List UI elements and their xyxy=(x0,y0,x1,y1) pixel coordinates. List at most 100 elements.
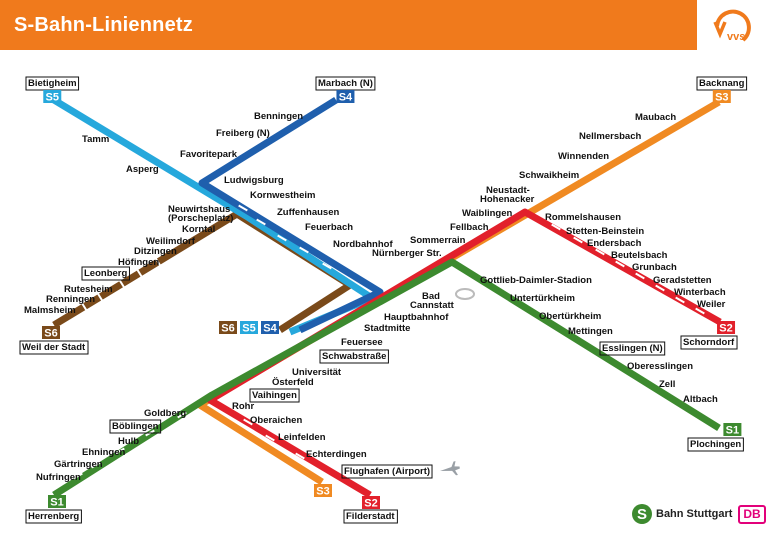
terminal-badge-marbach-text: S4 xyxy=(339,92,353,104)
page-title: S-Bahn-Liniennetz xyxy=(14,14,193,36)
stop-tick xyxy=(277,234,287,242)
stadium-icon xyxy=(455,288,475,300)
vvs-logo-text: vvs xyxy=(727,31,745,43)
stop-tick xyxy=(118,279,126,289)
station-box-plochingen xyxy=(687,437,744,452)
stop-tick xyxy=(545,174,555,182)
station-ehningen: Ehningen xyxy=(82,447,125,458)
central-badge-s4-text: S4 xyxy=(263,323,277,335)
station-nufringen: Nufringen xyxy=(36,472,81,483)
station-box-herrenberg xyxy=(25,509,82,524)
stop-tick xyxy=(585,334,595,342)
stop-tick xyxy=(295,452,305,460)
lines-layer xyxy=(52,97,722,499)
station-box-schorndorf xyxy=(680,335,738,350)
vvs-logo-v xyxy=(713,21,727,39)
station-weilimdorf: Weilimdorf xyxy=(146,236,196,247)
station-endersbach: Endersbach xyxy=(587,238,642,249)
station-boeblingen: Böblingen xyxy=(112,421,159,432)
stop-tick xyxy=(221,186,231,194)
station-neuwirtshaus1: Neuwirtshaus xyxy=(168,204,230,215)
stop-tick xyxy=(250,388,260,396)
stop-tick xyxy=(655,284,665,292)
station-hulb: Hulb xyxy=(118,436,139,447)
stop-tick xyxy=(685,394,695,402)
station-weil: Weil der Stadt xyxy=(22,342,86,353)
stop-tick xyxy=(625,358,635,366)
station-nellmersbach: Nellmersbach xyxy=(579,131,642,142)
stop-tick xyxy=(161,240,169,250)
station-box-boeblingen xyxy=(109,419,162,434)
station-neuwirtshaus2: (Porscheplatz) xyxy=(168,213,233,224)
station-freiberg: Freiberg (N) xyxy=(216,128,270,139)
station-feuerbach: Feuerbach xyxy=(305,222,353,233)
header-bar: S-Bahn-Liniennetz xyxy=(0,0,697,50)
terminal-badge-weil-rect xyxy=(42,326,60,339)
stop-tick xyxy=(577,154,587,162)
vvs-logo: vvs xyxy=(713,9,751,43)
station-winterbach: Winterbach xyxy=(674,287,726,298)
stop-tick xyxy=(233,143,243,151)
terminal-badge-backnang-text: S3 xyxy=(715,92,728,104)
station-oberesslingen: Oberesslingen xyxy=(627,361,693,372)
terminal-badge-marbach-rect xyxy=(336,90,355,103)
stop-tick xyxy=(256,218,266,226)
terminal-badge-flughafen-s3-rect xyxy=(314,484,332,497)
station-leinfelden: Leinfelden xyxy=(278,432,326,443)
station-waiblingen: Waiblingen xyxy=(462,208,513,219)
stop-tick xyxy=(267,378,277,386)
terminal-badge-weil-text: S6 xyxy=(44,328,57,340)
station-oesterfeld: Österfeld xyxy=(272,377,314,388)
station-universitaet: Universität xyxy=(292,367,342,378)
stop-tick xyxy=(299,246,309,254)
stop-tick xyxy=(136,269,144,279)
station-herrenberg: Herrenberg xyxy=(28,511,79,522)
stop-tick xyxy=(675,296,685,304)
station-favoritepark: Favoritepark xyxy=(180,149,238,160)
terminal-badge-schorndorf-rect xyxy=(717,321,736,334)
station-ditzingen: Ditzingen xyxy=(134,246,177,257)
terminal-badge-filderstadt-s2-rect xyxy=(362,496,380,509)
station-feuersee: Feuersee xyxy=(341,337,383,348)
station-box-weil xyxy=(19,340,89,355)
station-badcannstatt1: Bad xyxy=(422,291,440,302)
stop-tick xyxy=(81,303,89,313)
stop-tick xyxy=(188,164,198,172)
stop-tick xyxy=(96,292,104,302)
stop-tick xyxy=(623,126,633,134)
sbahn-logo: S xyxy=(632,504,652,524)
stop-tick xyxy=(73,472,83,480)
stop-tick xyxy=(515,288,525,296)
stop-tick xyxy=(595,248,605,256)
station-sommerrain: Sommerrain xyxy=(410,235,466,246)
station-nuernberger: Nürnberger Str. xyxy=(372,248,442,259)
stop-tick xyxy=(551,223,561,231)
station-neustadt1: Neustadt- xyxy=(486,185,530,196)
station-gaertringen: Gärtringen xyxy=(54,459,103,470)
terminal-badge-schorndorf-text: S2 xyxy=(719,323,732,335)
stop-tick xyxy=(635,272,645,280)
stop-tick xyxy=(509,194,519,202)
stop-tick xyxy=(91,461,101,469)
sbahn-stuttgart-label: Bahn Stuttgart xyxy=(656,508,733,520)
central-badge-s6-rect xyxy=(219,321,237,334)
station-oberaichen: Oberaichen xyxy=(250,415,302,426)
station-stetten: Stetten-Beinstein xyxy=(566,226,644,237)
station-tamm: Tamm xyxy=(82,134,109,145)
station-box-esslingen xyxy=(599,341,666,356)
station-obertuerkheim: Obertürkheim xyxy=(539,311,601,322)
station-grunbach: Grunbach xyxy=(632,262,677,273)
station-hauptbahnhof: Hauptbahnhof xyxy=(384,312,449,323)
line-s1-track xyxy=(52,258,721,498)
stop-tick xyxy=(615,260,625,268)
vvs-logo-arc xyxy=(715,9,751,42)
stops-layer xyxy=(73,108,705,480)
stop-tick xyxy=(295,356,305,364)
stop-tick xyxy=(480,211,490,219)
station-rutesheim: Rutesheim xyxy=(64,284,113,295)
station-benningen: Benningen xyxy=(254,111,303,122)
station-stadtmitte: Stadtmitte xyxy=(364,323,410,334)
stop-tick xyxy=(265,434,275,442)
station-renningen: Renningen xyxy=(46,294,95,305)
station-box-filderstadt xyxy=(343,509,398,524)
